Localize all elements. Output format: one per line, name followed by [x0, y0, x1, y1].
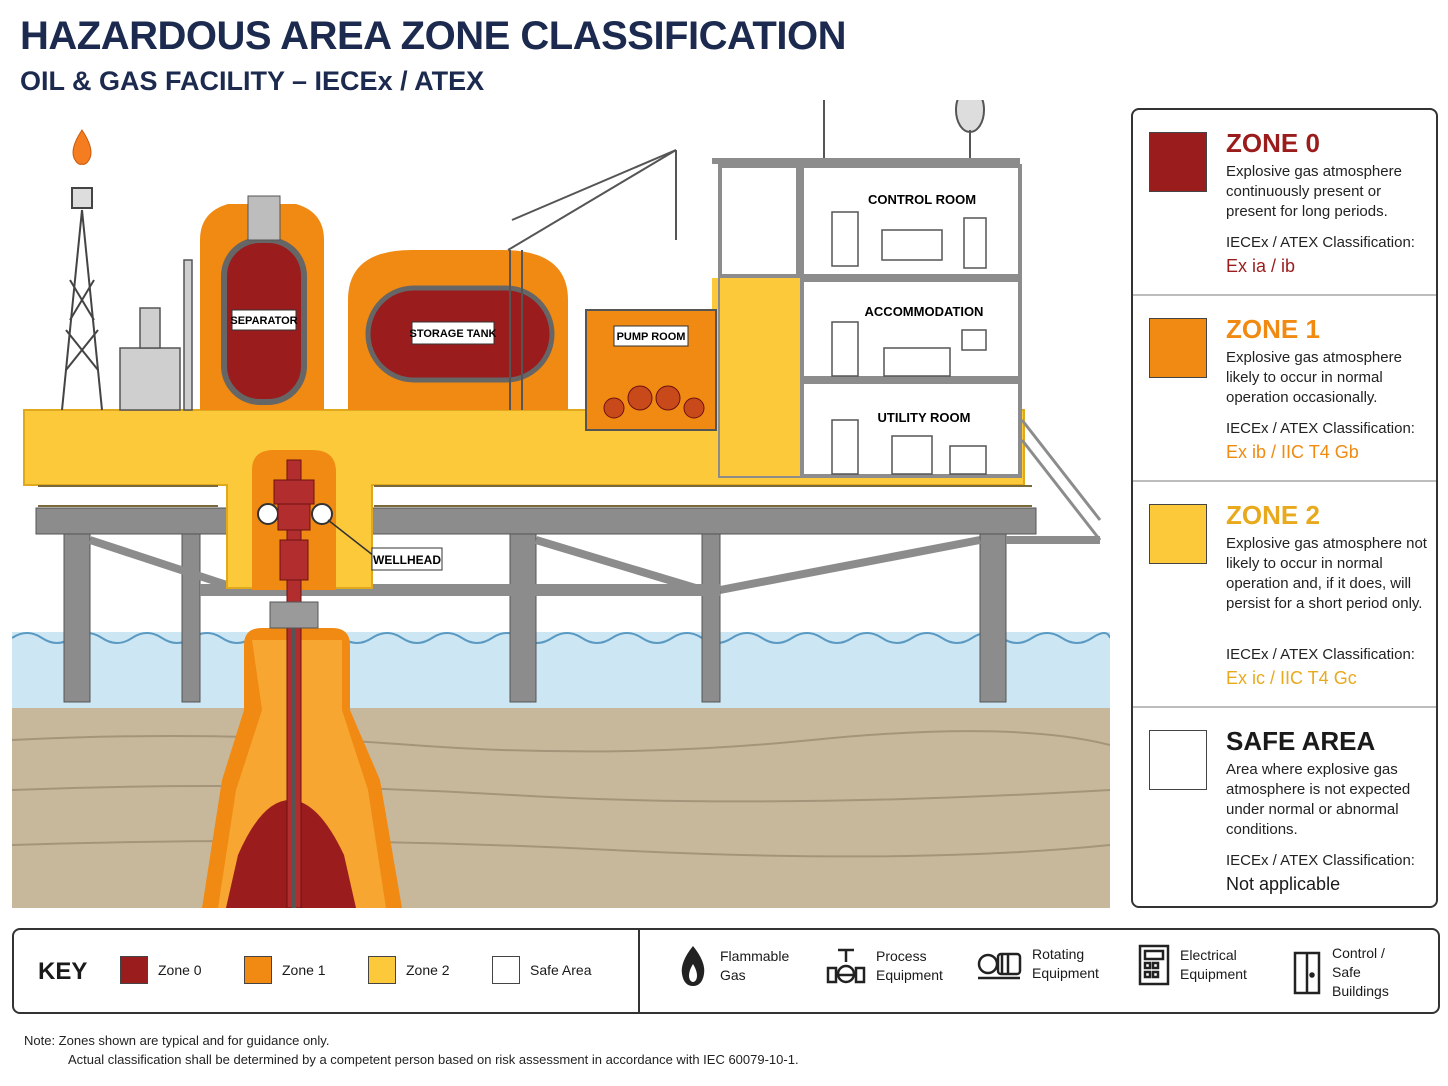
zone-0-swatch: [1149, 132, 1207, 192]
key-flammable-gas: Flammable Gas: [676, 944, 800, 988]
key-safe-area: Safe Area: [492, 956, 592, 984]
door-icon: [1293, 951, 1321, 994]
main-deck: [35, 507, 1037, 535]
legend-zone-2: ZONE 2 Explosive gas atmosphere not like…: [1133, 480, 1436, 706]
key-rotating-equipment: Rotating Equipment: [976, 944, 1112, 984]
zone-0-classification-value: Ex ia / ib: [1226, 256, 1296, 276]
footnote-line-1: Note: Zones shown are typical and for gu…: [24, 1033, 330, 1048]
key-control-safe-buildings-label: Control / Safe Buildings: [1332, 945, 1389, 999]
key-safe-area-label: Safe Area: [530, 962, 592, 978]
key-process-equipment-label: Process Equipment: [876, 948, 943, 983]
key-flammable-gas-label: Flammable Gas: [720, 948, 790, 983]
motor-icon: [977, 952, 1022, 980]
page-subtitle: OIL & GAS FACILITY – IECEx / ATEX: [20, 66, 485, 96]
footnote: Note: Zones shown are typical and for gu…: [24, 1031, 799, 1069]
safe-area-classification-label: IECEx / ATEX Classification:: [1226, 852, 1415, 869]
safe-area-description: Area where explosive gas atmosphere is n…: [1226, 761, 1411, 838]
facility-diagram: WELLHEAD SEPARATOR STORAGE TANK PUMP ROO…: [12, 100, 1110, 908]
key-bar: KEY Zone 0 Zone 1 Zone 2 Safe Area Flamm…: [12, 928, 1440, 1014]
communications-mast: [823, 100, 985, 158]
crane: [507, 149, 677, 251]
zone-0-name: ZONE 0: [1226, 128, 1320, 158]
safe-area-classification-value: Not applicable: [1226, 874, 1341, 894]
pumps: [603, 385, 705, 419]
door-icon: [831, 321, 859, 377]
accommodation-label: ACCOMMODATION: [865, 304, 984, 319]
zone-2-swatch: [1149, 504, 1207, 564]
wellhead-christmas-tree: [257, 479, 333, 581]
footnote-line-2: Actual classification shall be determine…: [68, 1052, 799, 1067]
key-control-safe-buildings: Control / Safe Buildings: [1292, 944, 1412, 1001]
control-room-label: CONTROL ROOM: [868, 192, 976, 207]
key-zone-0-label: Zone 0: [158, 962, 202, 978]
process-piping-left: [119, 259, 193, 411]
zone-2-description: Explosive gas atmosphere not likely to o…: [1226, 535, 1427, 612]
separator-label: SEPARATOR: [230, 315, 297, 327]
zone-1-name: ZONE 1: [1226, 314, 1320, 344]
zone-1-classification-value: Ex ib / IIC T4 Gb: [1226, 442, 1359, 462]
key-title: KEY: [38, 958, 88, 985]
seabed: [12, 708, 1110, 908]
utility-room-label: UTILITY ROOM: [878, 410, 971, 425]
flare-tower: [61, 187, 103, 411]
key-zone-2: Zone 2: [368, 956, 450, 984]
pump-room-label: PUMP ROOM: [617, 331, 686, 343]
key-divider: [638, 930, 640, 1012]
zone-legend-panel: ZONE 0 Explosive gas atmosphere continuo…: [1131, 108, 1438, 908]
zone-1-classification-label: IECEx / ATEX Classification:: [1226, 420, 1415, 437]
satellite-dish-icon: [955, 100, 985, 133]
wellhead-label: WELLHEAD: [373, 553, 441, 567]
zone-2-classification-value: Ex ic / IIC T4 Gc: [1226, 668, 1357, 688]
legend-zone-1: ZONE 1 Explosive gas atmosphere likely t…: [1133, 294, 1436, 480]
key-zone-1-swatch: [244, 956, 272, 984]
electrical-panel-icon: [1138, 944, 1170, 986]
key-zone-2-swatch: [368, 956, 396, 984]
flare-flame-icon: [72, 129, 92, 165]
key-zone-2-label: Zone 2: [406, 962, 450, 978]
zone-0-classification-label: IECEx / ATEX Classification:: [1226, 234, 1415, 251]
storage-tank-label: STORAGE TANK: [410, 328, 497, 340]
valve-icon: [826, 948, 866, 984]
safe-area-swatch: [1149, 730, 1207, 790]
zone-1-swatch: [1149, 318, 1207, 378]
key-electrical-equipment-label: Electrical Equipment: [1180, 947, 1247, 982]
door-icon: [831, 419, 859, 475]
safe-area-name: SAFE AREA: [1226, 726, 1376, 756]
key-zone-1: Zone 1: [244, 956, 326, 984]
zone-2-name: ZONE 2: [1226, 500, 1320, 530]
wellhead-label-box: [371, 547, 443, 571]
zone-1-description: Explosive gas atmosphere likely to occur…: [1226, 349, 1402, 406]
zone-2-classification-label: IECEx / ATEX Classification:: [1226, 646, 1415, 663]
legend-zone-0: ZONE 0 Explosive gas atmosphere continuo…: [1133, 110, 1436, 294]
key-electrical-equipment: Electrical Equipment: [1138, 944, 1260, 986]
key-safe-area-swatch: [492, 956, 520, 984]
key-zone-1-label: Zone 1: [282, 962, 326, 978]
key-rotating-equipment-label: Rotating Equipment: [1032, 946, 1099, 981]
door-icon: [831, 211, 859, 267]
legend-safe-area: SAFE AREA Area where explosive gas atmos…: [1133, 706, 1436, 906]
flame-icon: [681, 946, 705, 986]
zone-0-description: Explosive gas atmosphere continuously pr…: [1226, 163, 1402, 220]
platform-legs: [63, 529, 1007, 703]
key-zone-0: Zone 0: [120, 956, 202, 984]
external-stairs: [1020, 419, 1102, 541]
page-title: HAZARDOUS AREA ZONE CLASSIFICATION: [20, 14, 846, 58]
key-zone-0-swatch: [120, 956, 148, 984]
key-process-equipment: Process Equipment: [826, 944, 956, 988]
